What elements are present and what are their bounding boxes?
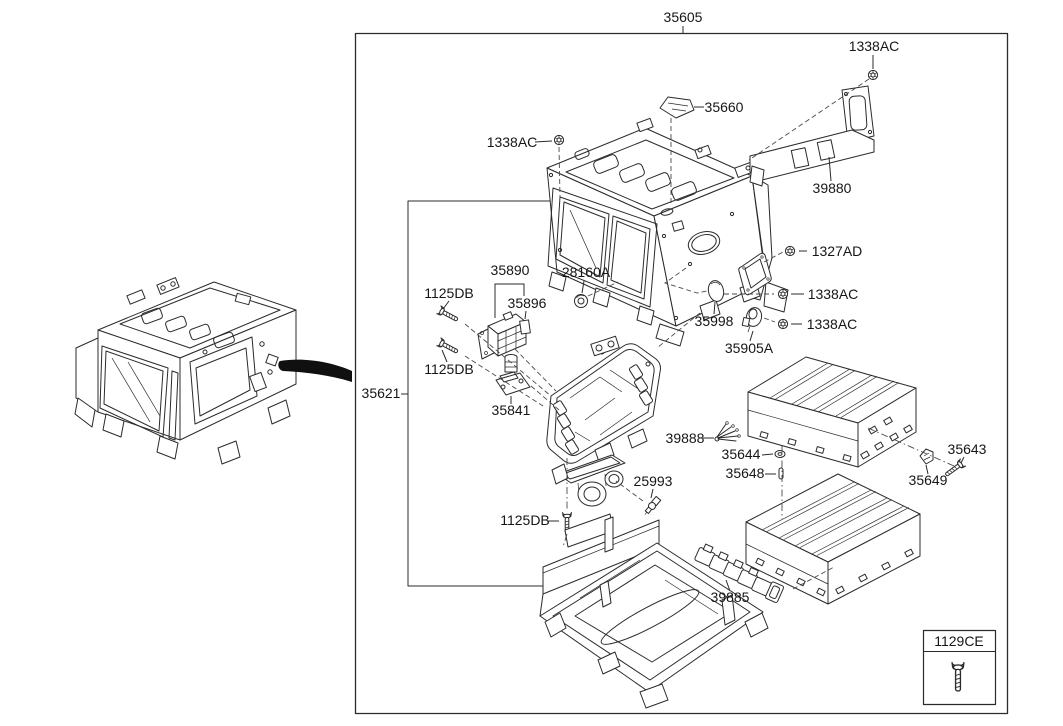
- part-label-39885[interactable]: 39885: [711, 589, 750, 605]
- clip-35660: [659, 96, 695, 119]
- sensor-35905A: [741, 307, 763, 333]
- nut-1338AC-c: [777, 288, 789, 300]
- solenoid-35841: [495, 354, 531, 396]
- part-label-35841[interactable]: 35841: [492, 402, 531, 418]
- power-cable: [278, 359, 352, 382]
- grommet-28160A: [574, 294, 588, 308]
- relay-35890: [477, 311, 527, 360]
- cable-connector: [265, 353, 279, 367]
- clip-35649: [919, 448, 934, 465]
- battery-module-lower: [745, 473, 921, 605]
- part-label-35643[interactable]: 35643: [948, 441, 987, 457]
- part-label-35621[interactable]: 35621: [362, 385, 401, 401]
- part-label-1338AC-a[interactable]: 1338AC: [849, 38, 900, 54]
- part-label-1125DB-c[interactable]: 1125DB: [500, 512, 550, 528]
- bolt-1125DB-a: [436, 305, 460, 325]
- part-label-35644[interactable]: 35644: [722, 446, 761, 462]
- part-label-39880[interactable]: 39880: [813, 180, 852, 196]
- part-label-35890[interactable]: 35890: [491, 262, 530, 278]
- part-label-35649[interactable]: 35649: [909, 472, 948, 488]
- part-label-1338AC-c[interactable]: 1338AC: [808, 286, 859, 302]
- junction-unit: [546, 335, 661, 464]
- battery-tray: [539, 513, 769, 709]
- part-label-1338AC-d[interactable]: 1338AC: [807, 316, 858, 332]
- exploded-view-border: [354, 32, 1009, 715]
- fuse-35896: [519, 319, 531, 335]
- part-label-39888[interactable]: 39888: [666, 430, 705, 446]
- part-label-1338AC-b[interactable]: 1338AC: [487, 134, 538, 150]
- washer-35644: [774, 450, 786, 458]
- busbar-39885: [694, 543, 785, 603]
- air-duct: [551, 454, 626, 507]
- bolt-icon: [951, 661, 965, 692]
- part-label-35605[interactable]: 35605: [664, 9, 703, 25]
- sensor-25993: [644, 495, 662, 515]
- cover-plate: [738, 252, 772, 296]
- part-label-1129CE[interactable]: 1129CE: [934, 633, 984, 649]
- leader-lines: [441, 55, 965, 592]
- assembly-lines: [464, 78, 955, 590]
- part-label-35896[interactable]: 35896: [508, 295, 547, 311]
- plug-35998: [707, 280, 725, 302]
- group-bracket-35621: [407, 200, 552, 587]
- nut-1327AD: [784, 245, 796, 257]
- part-label-1327AD[interactable]: 1327AD: [812, 243, 863, 259]
- part-label-1125DB-b[interactable]: 1125DB: [424, 361, 474, 377]
- part-label-35998[interactable]: 35998: [695, 313, 734, 329]
- battery-module-upper: [747, 356, 917, 468]
- bracket-39880: [749, 85, 875, 187]
- part-label-35648[interactable]: 35648: [726, 465, 765, 481]
- nut-1338AC-b: [553, 134, 565, 146]
- legend-box[interactable]: [922, 629, 997, 706]
- part-label-1125DB-a[interactable]: 1125DB: [424, 285, 474, 301]
- bolt-1125DB-b: [436, 337, 460, 357]
- part-label-28160A[interactable]: 28160A: [562, 264, 611, 280]
- part-label-25993[interactable]: 25993: [634, 473, 673, 489]
- nut-1338AC-a: [867, 69, 879, 81]
- part-label-35660[interactable]: 35660: [705, 99, 744, 115]
- assembled-battery-pack: [74, 277, 352, 465]
- wiring-39888: [714, 421, 741, 442]
- part-label-35905A[interactable]: 35905A: [725, 340, 774, 356]
- nut-1338AC-d: [777, 318, 789, 330]
- callout-labels: 35605 1338AC 35660 1338AC 39880 1327AD 1…: [362, 9, 987, 649]
